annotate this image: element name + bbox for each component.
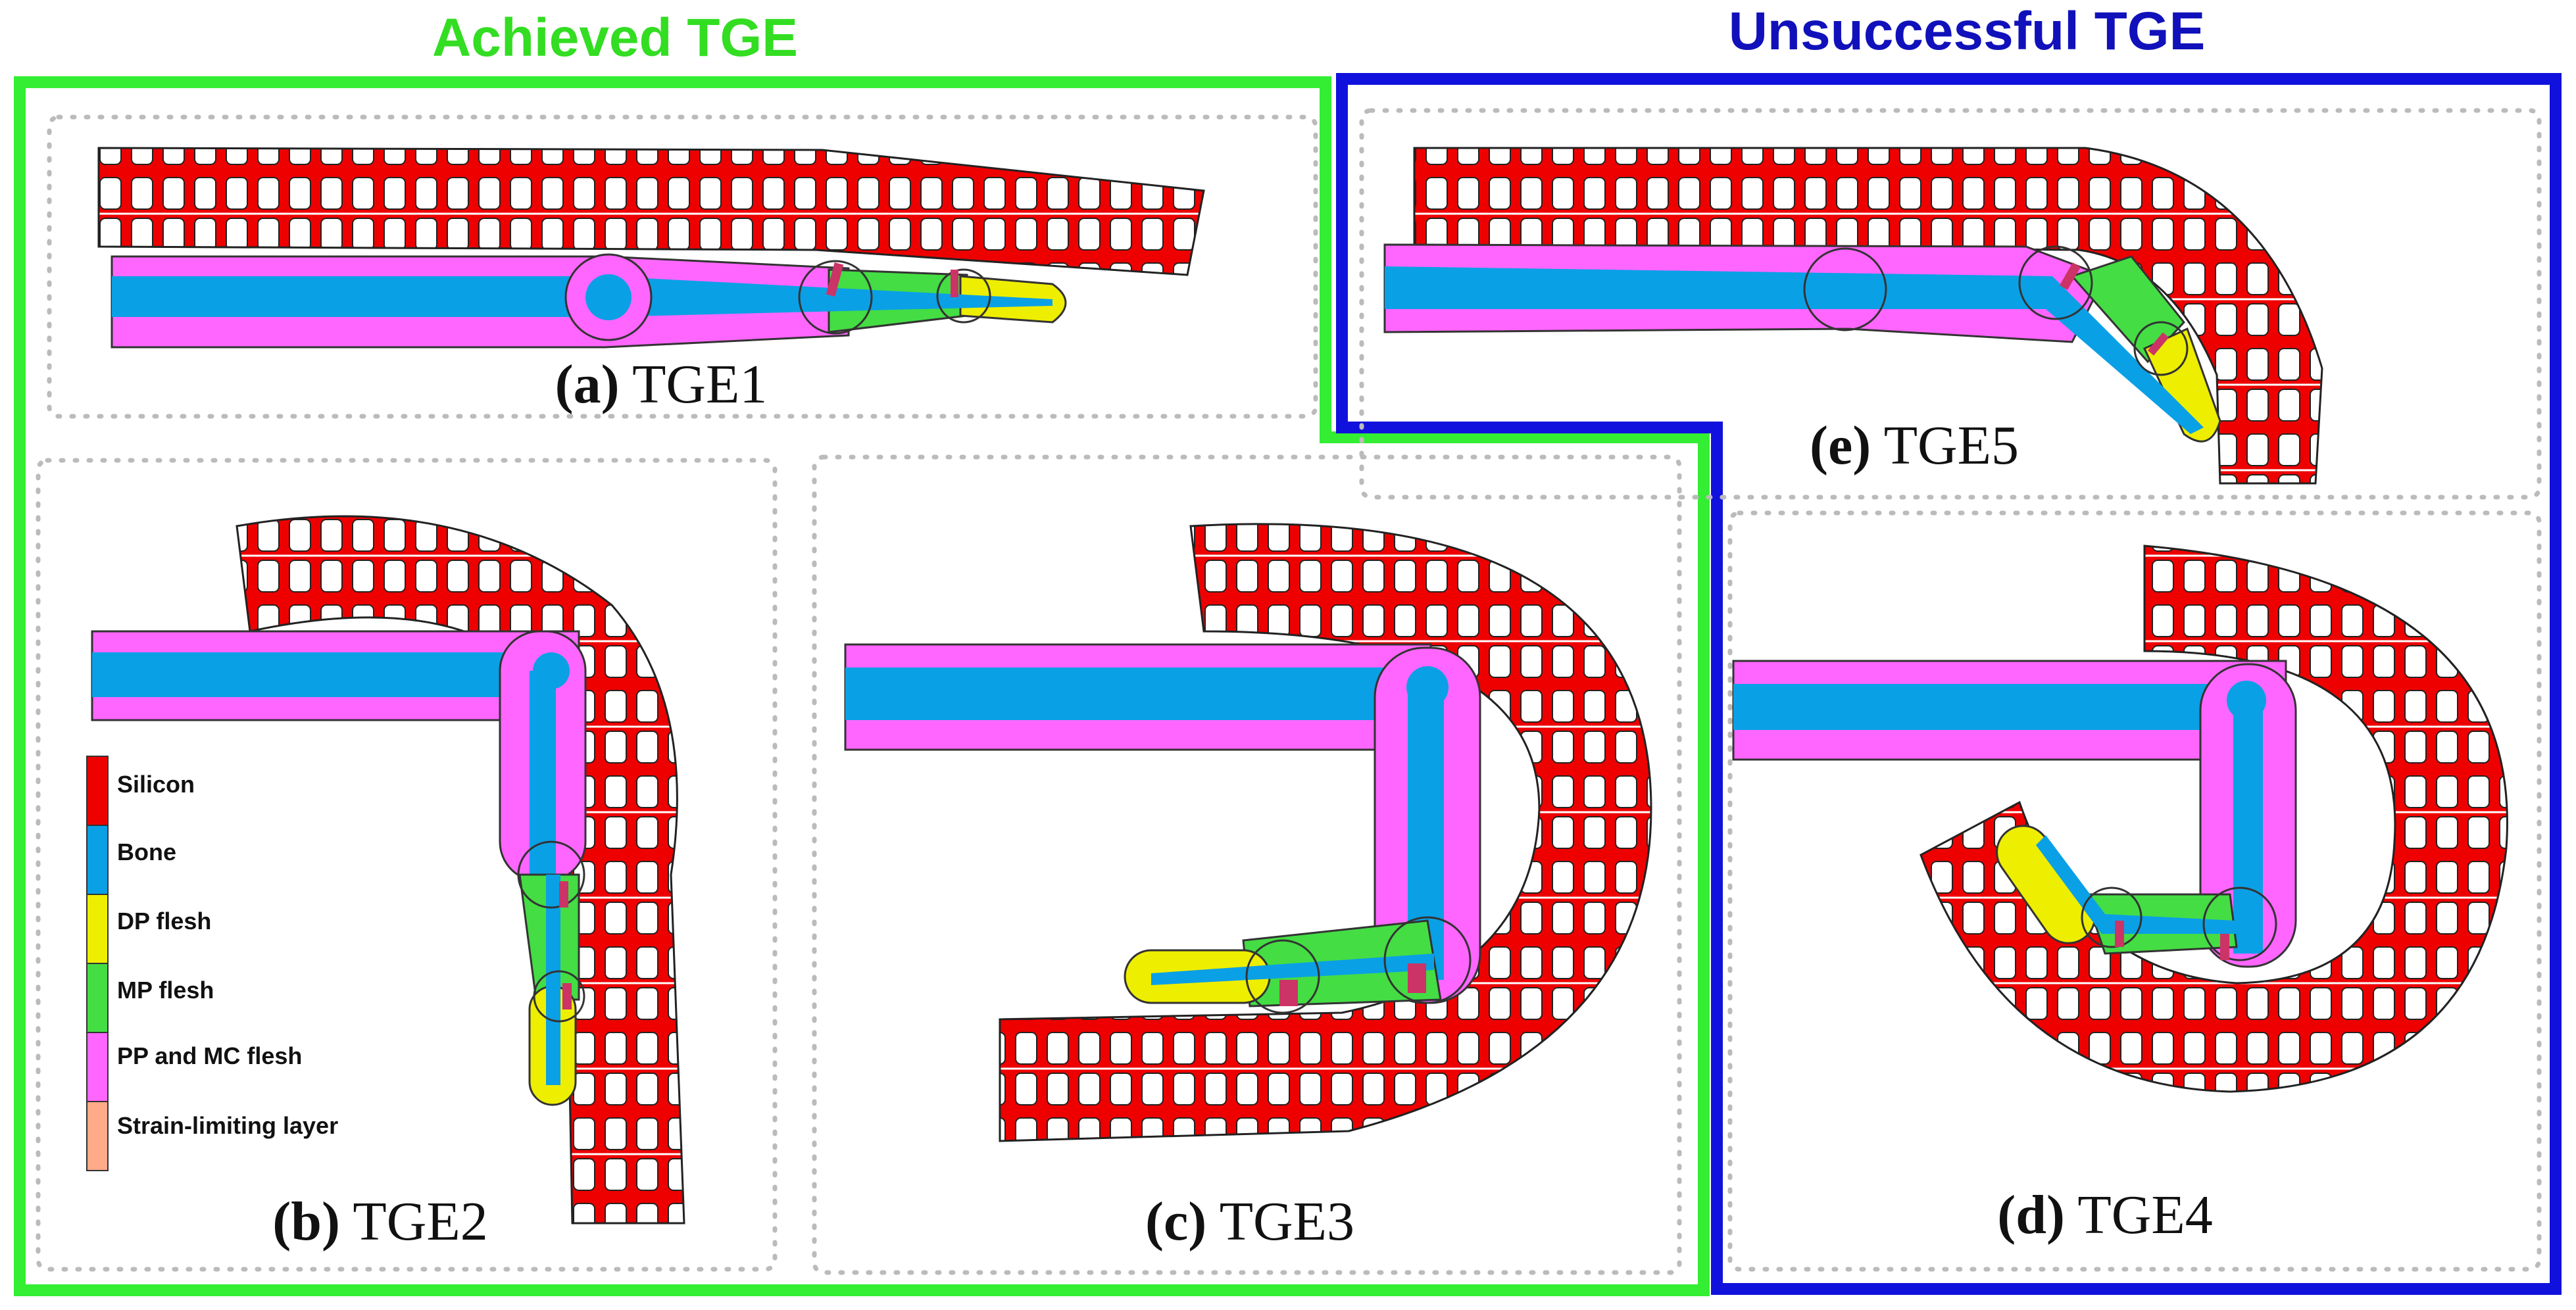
strain-limiting-layer [2220,934,2229,960]
strain-limiting-layer [1279,980,1298,1006]
joint-circle [1803,247,1887,331]
legend-label-strain-limiting: Strain-limiting layer [117,1112,338,1139]
bone [530,671,556,881]
legend-swatch-pp-mc-flesh [86,1032,109,1102]
panel-e-frame [1359,108,2542,500]
strain-limiting-layer [2115,921,2124,947]
strain-limiting-layer [826,262,844,297]
joint-circle [2202,886,2277,961]
strain-limiting-layer [559,881,568,908]
joint-circle [2133,321,2189,376]
panel-c-caption: (c) TGE3 [1145,1191,1354,1252]
panel-c-frame [812,454,1682,1275]
joint-circle [1245,939,1320,1014]
joint-circle [2081,886,2143,948]
joint-circle [1383,916,1472,1004]
panel-a-caption: (a) TGE1 [555,354,768,415]
joint-circle [533,970,585,1023]
bone [1151,954,1434,985]
legend-swatch-bone [86,825,109,895]
panel-d-frame [1727,510,2542,1272]
legend: Silicon Bone DP flesh MP flesh PP and MC… [86,756,338,1171]
bone [546,875,560,1085]
bone [92,652,579,697]
legend-swatch-mp-flesh [86,963,109,1033]
panel-d-caption: (d) TGE4 [1997,1184,2212,1246]
silicon-actuator [1920,545,2508,1093]
unsuccessful-region-border [1336,73,2562,1295]
legend-label-silicon: Silicon [117,771,195,798]
panel-e-caption: (e) TGE5 [1810,415,2019,476]
panel-b-figure [91,515,685,1225]
legend-swatch-strain-limiting [86,1101,109,1171]
panel-b-frame [36,458,778,1272]
bone [2233,704,2263,954]
legend-label-pp-mc-flesh: PP and MC flesh [117,1042,302,1069]
strain-limiting-layer [562,983,572,1009]
panel-a-frame [47,114,1318,419]
panel-d-figure [1732,545,2508,1093]
achieved-header: Achieved TGE [432,8,798,68]
joint-circle [798,260,873,335]
panel-e-figure [1383,147,2323,485]
mp-flesh [2070,255,2185,364]
legend-label-dp-flesh: DP flesh [117,908,211,934]
bone [2036,835,2237,934]
bone [845,667,1431,720]
silicon-actuator [999,523,1652,1142]
strain-limiting-layer [951,270,958,297]
bone [1385,266,2204,434]
panel-c-figure [844,523,1652,1142]
legend-label-mp-flesh: MP flesh [117,977,214,1004]
legend-swatch-dp-flesh [86,894,109,964]
bone [1733,684,2286,730]
joint-circle [936,268,991,324]
strain-limiting-layer [2147,332,2169,356]
strain-limiting-layer [2059,262,2081,290]
unsuccessful-header: Unsuccessful TGE [1729,1,2206,61]
joint-core [1406,666,1449,708]
legend-label-bone: Bone [117,838,176,865]
joint-core [2227,681,2266,720]
joint-circle [2018,245,2093,320]
dp-flesh [2143,327,2221,443]
legend-swatch-silicon [86,756,109,826]
panel-b-caption: (b) TGE2 [272,1191,487,1252]
joint-core [533,652,570,689]
achieved-region-border [14,76,1710,1296]
joint-circle [517,840,585,909]
joint-core [585,274,632,320]
panel-a-figure [97,147,1205,349]
silicon-actuator [97,147,1205,276]
strain-limiting-layer [1408,963,1426,993]
